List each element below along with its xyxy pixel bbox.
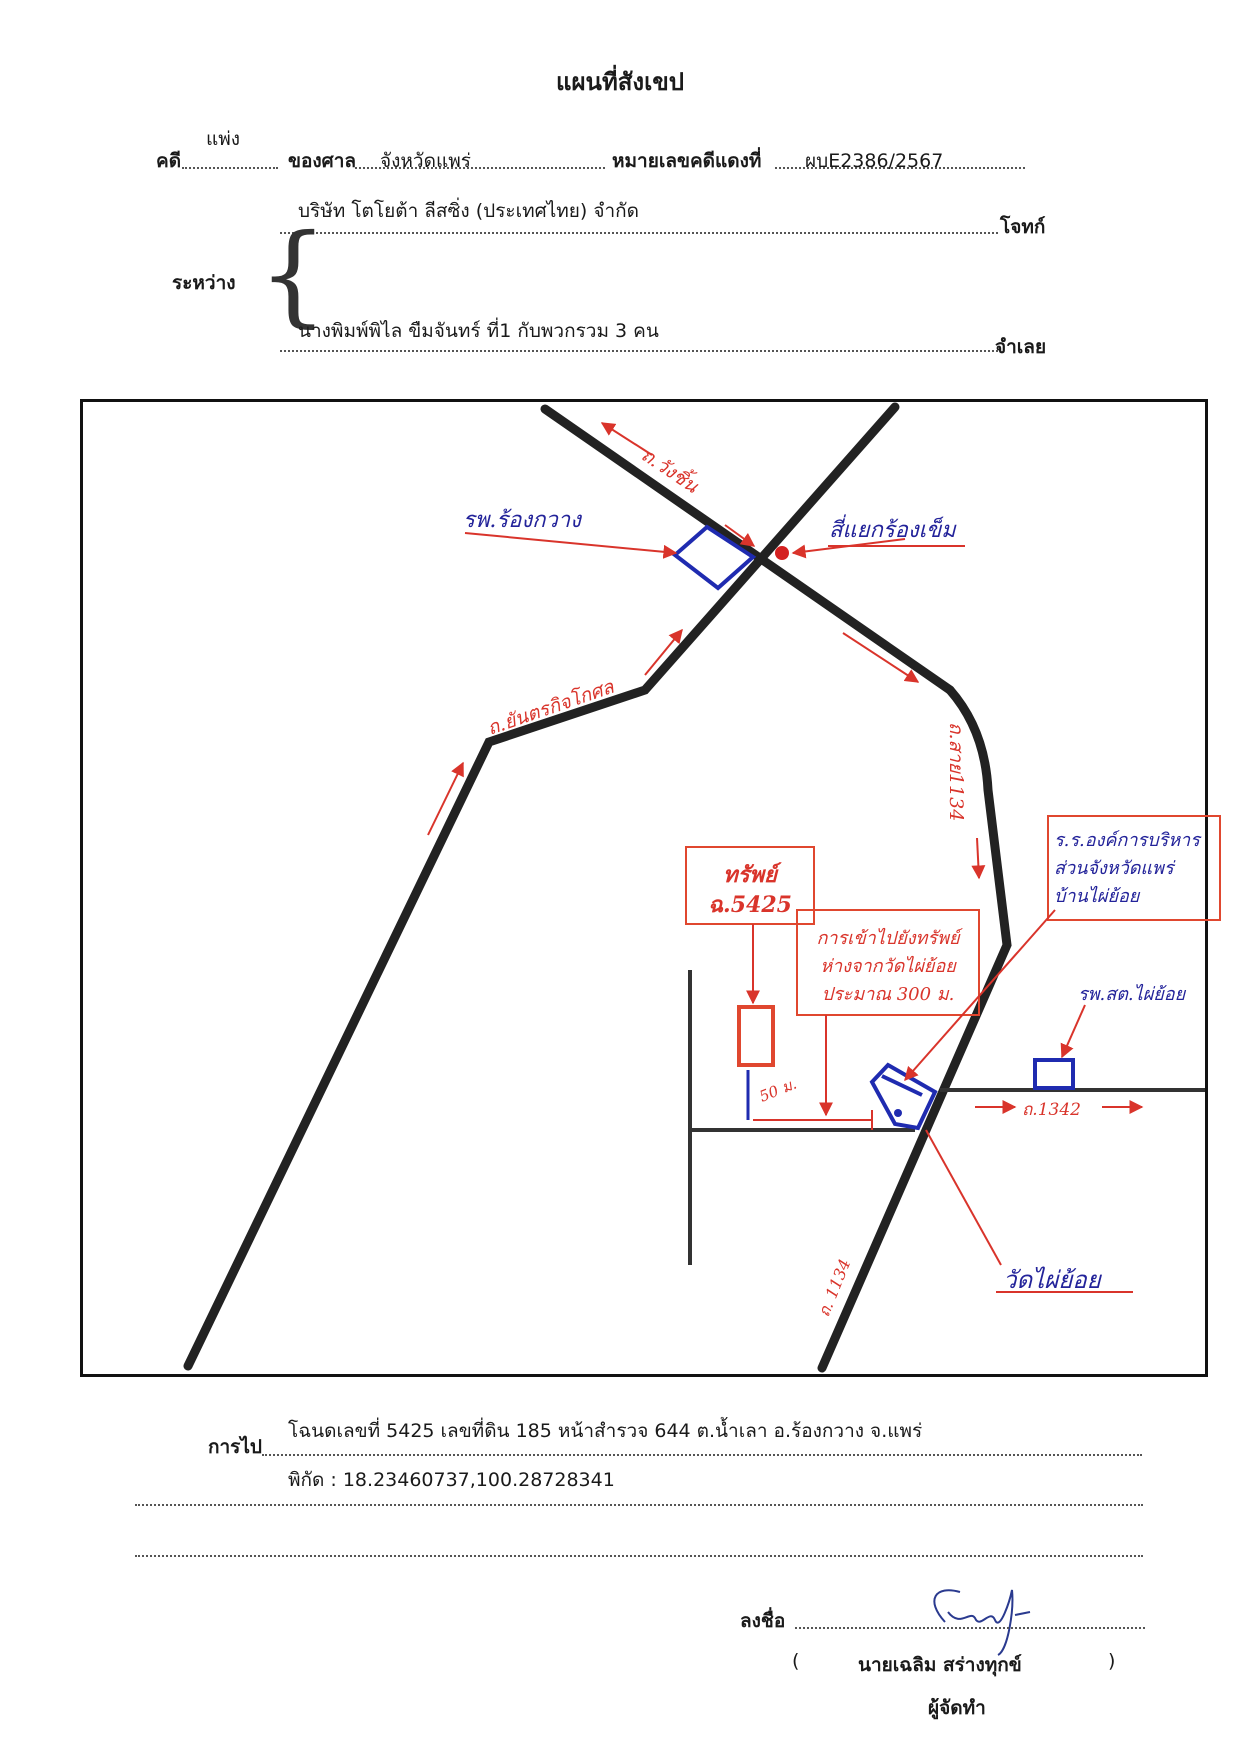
between-brace: { [258,210,328,338]
label-intersection: สี่แยกร้องเข็ม [829,514,957,543]
arrow-wangchin [600,422,653,456]
property-label-box [685,846,815,925]
defendant-dots [280,350,998,352]
court-label: ของศาล [288,150,357,172]
temple-icon-roofline [881,1074,923,1097]
label-pao-1: ร.ร.องค์การบริหาร [1054,830,1202,851]
defendant-name: นางพิมพ์พิไล ขืมจันทร์ ที่1 กับพวกรวม 3 … [298,320,659,342]
route-dots-1 [262,1454,1142,1456]
red-case-dots [775,167,1025,169]
court-value: จังหวัดแพร่ [380,150,471,172]
label-pao-3: บ้านไผ่ย้อย [1054,885,1141,907]
plaintiff-name: บริษัท โตโยต้า ลีสซิ่ง (ประเทศไทย) จำกัด [298,200,640,222]
defendant-label: จำเลย [995,336,1047,358]
plaintiff-label: โจทก์ [1000,216,1046,238]
plaintiff-dots [280,232,998,234]
close-paren: ) [1108,1650,1116,1672]
label-access-note-2: ห่างจากวัดไผ่ย้อย [820,955,957,977]
case-type-value: แพ่ง [206,128,241,150]
intersection-dot [775,546,789,560]
route-line-1: โฉนดเลขที่ 5425 เลขที่ดิน 185 หน้าสำรวจ … [288,1420,923,1442]
route-line-2: พิกัด : 18.23460737,100.28728341 [288,1469,615,1491]
label-health-center: รพ.สต.ไผ่ย้อย [1078,983,1187,1005]
roads [183,402,1012,1373]
red-case-value: ผบE2386/2567 [805,150,944,172]
access-note-box [796,909,980,1016]
map-frame [80,399,1208,1377]
road-yantrakit [183,402,900,1371]
page-title: แผนที่สังเขป [556,68,684,96]
label-access-note-1: การเข้าไปยังทรัพย์ [817,927,964,949]
arrow-to-intersection-road [724,524,756,547]
label-pao-2: ส่วนจังหวัดแพร่ [1054,858,1176,879]
label-property-title: ทรัพย์ [723,862,782,888]
health-center-icon [1033,1058,1075,1090]
label-hospital-rongkwang: รพ.ร้องกวาง [463,508,583,533]
between-label: ระหว่าง [172,272,236,294]
signer-name: นายเฉลิม สร่างทุกข์ [858,1654,1022,1676]
arrow-road-1134-upper [842,632,920,683]
temple-icon [869,1062,938,1131]
sign-dots [795,1627,1145,1629]
label-temple: วัดไผ่ย้อย [1003,1266,1103,1294]
signature-scribble [933,1589,1031,1656]
pao-school-box [1047,815,1221,921]
route-dots-2 [135,1504,1143,1506]
label-access-note-3: ประมาณ 300 ม. [822,984,955,1005]
leader-temple [925,1129,1002,1266]
road-wangchin-segment [540,404,955,695]
leader-pao-school [904,909,1056,1082]
label-road-wangchin: ถ.วังชิ้น [637,441,705,499]
annotations [427,422,1144,1293]
label-road-1134-upper: ถ.สาย1134 [945,722,967,821]
arrow-yantrakit-upper [644,628,683,676]
route-dots-3 [135,1555,1143,1557]
property-plot-icon [737,1005,775,1067]
hospital-rongkwang-icon [671,524,757,591]
frame-edge-mark [80,590,83,620]
road-1134 [817,685,1012,1373]
label-property-deed: ฉ.5425 [708,892,792,918]
arrow-yantrakit-lower [427,761,464,836]
route-label: การไป [208,1436,262,1458]
case-type-label: คดี [156,150,182,172]
leader-health-center [1060,1004,1086,1059]
landmarks [671,524,1075,1131]
red-case-label: หมายเลขคดีแดงที่ [612,150,762,172]
label-distance-50m: 50 ม. [757,1075,799,1106]
sign-label: ลงชื่อ [740,1610,786,1632]
leader-hospital [464,532,678,559]
court-dots [355,167,605,169]
temple-marker-dot [894,1109,902,1117]
open-paren: ( [792,1650,800,1672]
arrow-road-1134-mid [971,837,986,880]
signer-role: ผู้จัดทำ [928,1697,986,1719]
case-type-dots [182,167,278,169]
label-road-1342: ถ.1342 [1022,1100,1081,1120]
